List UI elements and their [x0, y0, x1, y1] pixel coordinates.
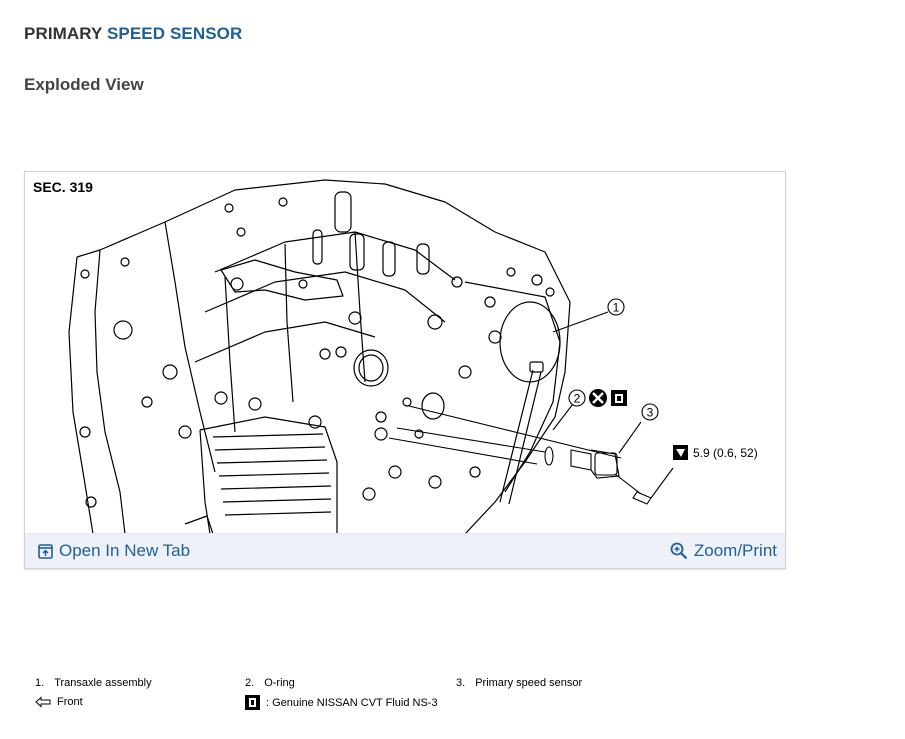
legend-front: Front	[35, 696, 83, 708]
parts-legend: 1. Transaxle assembly 2. O-ring 3. Prima…	[35, 677, 655, 721]
legend-fluid-label: : Genuine NISSAN CVT Fluid NS-3	[266, 696, 438, 709]
open-in-new-tab-label: Open In New Tab	[59, 541, 191, 560]
title-link[interactable]: SPEED SENSOR	[106, 24, 243, 43]
torque-value: 5.9 (0.6, 52)	[693, 446, 758, 460]
legend-item-number: 3.	[456, 677, 466, 689]
legend-item: 1. Transaxle assembly	[35, 677, 152, 689]
transaxle-exploded-drawing: 1 2 3	[68, 179, 688, 534]
fluid-icon	[245, 695, 260, 710]
open-in-new-tab-link[interactable]: Open In New Tab	[38, 541, 190, 561]
callout-3: 3	[647, 406, 654, 420]
legend-item-label: O-ring	[264, 677, 295, 689]
callout-1: 1	[613, 301, 620, 315]
legend-item-label: Primary speed sensor	[475, 677, 583, 689]
callout-2: 2	[574, 392, 581, 406]
legend-item: 3. Primary speed sensor	[456, 677, 582, 689]
exploded-view-figure: 1 2 3	[24, 171, 786, 569]
figure-toolbar: Open In New Tab Zoom/Print	[25, 533, 785, 568]
section-number: SEC. 319	[33, 179, 93, 195]
zoom-icon	[670, 542, 688, 560]
legend-item: 2. O-ring	[245, 677, 295, 689]
do-not-reuse-icon	[589, 389, 607, 407]
zoom-print-link[interactable]: Zoom/Print	[670, 541, 777, 561]
zoom-print-label: Zoom/Print	[693, 541, 777, 560]
legend-item-number: 1.	[35, 677, 45, 689]
legend-item-label: Transaxle assembly	[54, 677, 152, 689]
fluid-icon	[611, 390, 627, 406]
open-new-tab-icon	[38, 543, 53, 559]
legend-front-label: Front	[57, 696, 83, 708]
front-arrow-icon	[35, 696, 51, 708]
title-prefix: PRIMARY	[24, 24, 103, 43]
torque-wrench-icon	[673, 445, 688, 460]
section-subtitle: Exploded View	[24, 75, 144, 94]
legend-fluid: : Genuine NISSAN CVT Fluid NS-3	[245, 695, 438, 710]
legend-item-number: 2.	[245, 677, 255, 689]
page-title: PRIMARY SPEED SENSOR	[24, 24, 242, 44]
